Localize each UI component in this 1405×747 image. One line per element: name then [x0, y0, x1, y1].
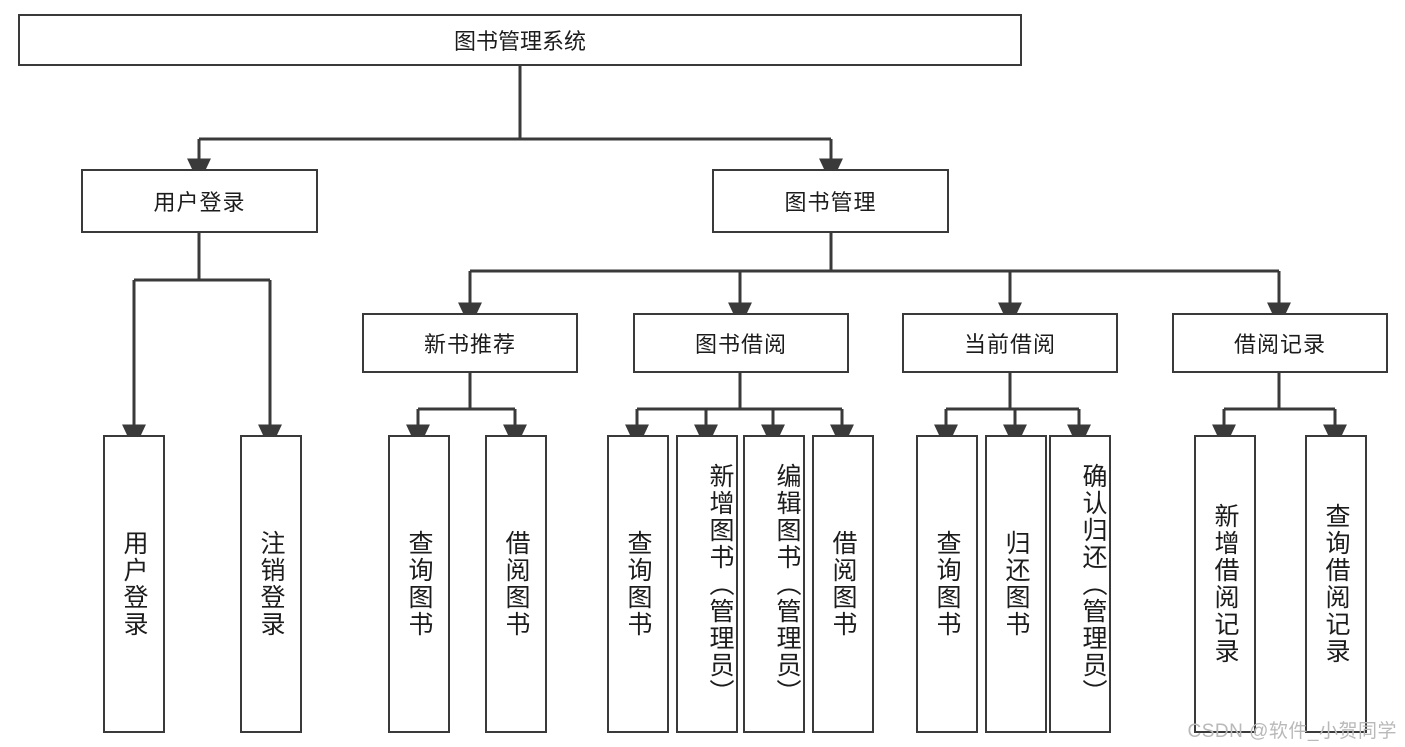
node-label: 新书推荐 [423, 332, 516, 357]
leaf-borrow-book-newbook[interactable]: 借阅图书 [485, 435, 547, 733]
leaf-query-book-newbook[interactable]: 查询图书 [388, 435, 450, 733]
leaf-borrow-book[interactable]: 借阅图书 [812, 435, 874, 733]
node-label: 借阅图书 [829, 530, 857, 638]
node-label: 归还图书 [1002, 530, 1030, 638]
node-label: 新增借阅记录 [1211, 503, 1239, 665]
node-new-book-recommend[interactable]: 新书推荐 [362, 313, 578, 373]
node-current-borrow[interactable]: 当前借阅 [902, 313, 1118, 373]
node-book-management[interactable]: 图书管理 [712, 169, 949, 233]
node-label: 图书借阅 [694, 332, 787, 357]
leaf-logout[interactable]: 注销登录 [240, 435, 302, 733]
node-label: 图书管理 [784, 190, 877, 215]
node-label: 编辑图书（管理员） [773, 462, 801, 706]
leaf-edit-book-admin[interactable]: 编辑图书（管理员） [743, 435, 805, 733]
leaf-confirm-return-admin[interactable]: 确认归还（管理员） [1049, 435, 1111, 733]
node-user-login[interactable]: 用户登录 [81, 169, 318, 233]
leaf-add-book-admin[interactable]: 新增图书（管理员） [676, 435, 738, 733]
node-label: 借阅记录 [1233, 332, 1326, 357]
node-label: 当前借阅 [963, 332, 1056, 357]
node-label: 图书管理系统 [453, 29, 586, 54]
node-book-borrow[interactable]: 图书借阅 [633, 313, 849, 373]
node-label: 用户登录 [153, 190, 246, 215]
watermark-text: CSDN @软件_小贺同学 [1187, 721, 1397, 742]
node-label: 注销登录 [257, 530, 285, 638]
leaf-user-login[interactable]: 用户登录 [103, 435, 165, 733]
leaf-query-book-borrow[interactable]: 查询图书 [607, 435, 669, 733]
node-label: 查询图书 [933, 530, 961, 638]
node-label: 用户登录 [120, 530, 148, 638]
node-borrow-record[interactable]: 借阅记录 [1172, 313, 1388, 373]
node-label: 查询图书 [405, 530, 433, 638]
leaf-add-borrow-record[interactable]: 新增借阅记录 [1194, 435, 1256, 733]
leaf-return-book[interactable]: 归还图书 [985, 435, 1047, 733]
node-label: 借阅图书 [502, 530, 530, 638]
node-root-system[interactable]: 图书管理系统 [18, 14, 1022, 66]
node-label: 新增图书（管理员） [706, 462, 734, 706]
node-label: 查询图书 [624, 530, 652, 638]
node-label: 查询借阅记录 [1322, 503, 1350, 665]
leaf-query-borrow-record[interactable]: 查询借阅记录 [1305, 435, 1367, 733]
leaf-query-book-current[interactable]: 查询图书 [916, 435, 978, 733]
node-label: 确认归还（管理员） [1079, 462, 1107, 706]
